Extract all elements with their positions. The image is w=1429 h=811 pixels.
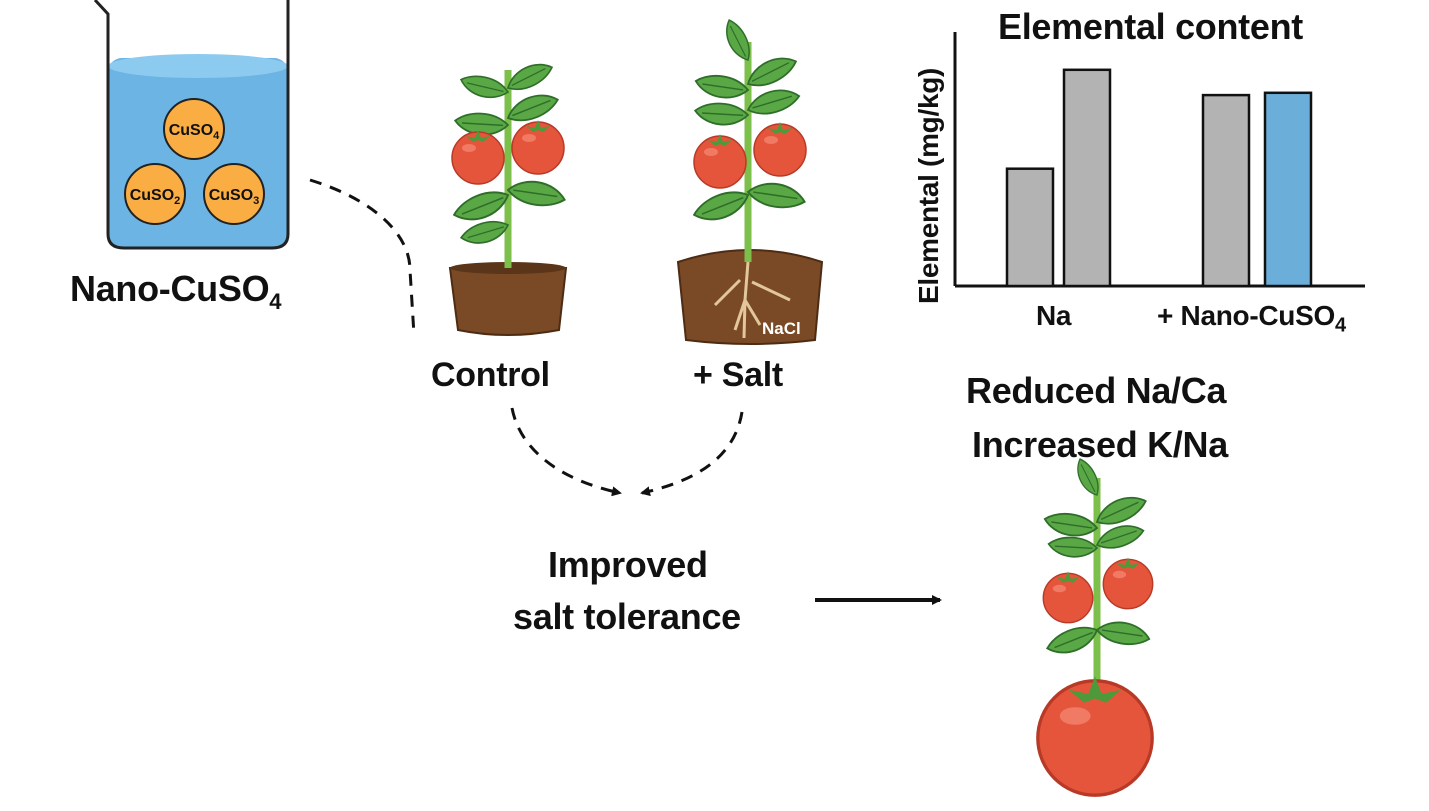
chart-category-label-nano: + Nano-CuSO4 [1157,300,1346,337]
control-to-outcome-arrow [510,407,622,497]
salt-label: + Salt [693,356,783,394]
beaker-label: Nano-CuSO4 [70,268,282,315]
particle-cuso4: CuSO4 [163,98,225,160]
chart-category-label-na: Na [1036,300,1072,331]
chart-bar-1 [1005,167,1055,288]
outcome-line1: Improved [548,544,708,585]
beaker-to-plants-connector [309,178,416,336]
chart-bar-2 [1062,68,1112,288]
nacl-tag: NaCl [762,319,801,338]
particle-label-3: CuSO3 [209,187,260,207]
particle-cuso2: CuSO2 [124,163,186,225]
result-line2: Increased K/Na [972,424,1228,465]
salt-to-outcome-arrow [640,411,744,497]
chart-bar-4 [1263,91,1313,288]
particle-cuso3: CuSO3 [203,163,265,225]
result-line1: Reduced Na/Ca [966,370,1227,411]
outcome-line2: salt tolerance [513,596,741,637]
elemental-chart [953,32,1365,288]
beaker-icon: CuSO4 CuSO2 CuSO3 [93,0,290,250]
particle-label-1: CuSO4 [169,122,220,142]
chart-bar-3 [1201,93,1251,288]
salt-pot [676,249,824,345]
chart-title: Elemental content [998,6,1303,47]
chart-y-label: Elemental (mg/kg) [913,67,944,304]
chart-bars [1005,68,1313,288]
healthy-plant-icon [1036,455,1154,797]
control-pot [448,267,568,336]
salt-plant-icon: NaCl [676,15,824,345]
particle-label-2: CuSO2 [130,187,181,207]
control-label: Control [431,356,550,394]
control-plant-icon [448,58,569,336]
